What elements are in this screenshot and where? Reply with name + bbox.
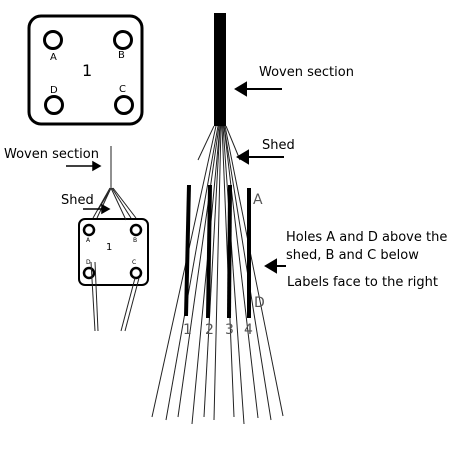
- small-hole-label-b: B: [133, 237, 138, 244]
- right-weaving-diagram: [151, 13, 286, 425]
- hole-d-circle: [44, 95, 64, 115]
- hole-d-marker: D: [254, 295, 265, 311]
- note-line-2: shed, B and C below: [286, 248, 419, 263]
- small-hole-c-circle: [129, 266, 143, 280]
- note-line-3: Labels face to the right: [287, 275, 438, 290]
- left-woven-section-label: Woven section: [4, 147, 99, 162]
- card-edges: [184, 184, 251, 319]
- small-hole-b-circle: [129, 223, 143, 237]
- small-hole-label-a: A: [86, 237, 91, 244]
- hole-c-circle: [114, 95, 134, 115]
- hole-label-d: D: [50, 85, 58, 96]
- card-number-3: 3: [225, 322, 234, 338]
- hole-b-circle: [113, 30, 133, 50]
- card-outline: [27, 14, 144, 126]
- small-hole-label-d: D: [86, 259, 91, 266]
- hole-label-c: C: [119, 84, 126, 95]
- card-diagram-top: [27, 14, 144, 126]
- card-number-1: 1: [183, 322, 192, 338]
- hole-label-a: A: [50, 52, 57, 63]
- hole-a-circle: [43, 30, 63, 50]
- left-shed-label: Shed: [61, 193, 94, 208]
- right-shed-label: Shed: [262, 138, 295, 153]
- small-threads: [90, 146, 140, 332]
- small-hole-label-c: C: [132, 259, 137, 266]
- card-number-top: 1: [82, 61, 93, 80]
- right-woven-section-label: Woven section: [259, 65, 354, 80]
- right-arrows: [234, 81, 286, 274]
- small-card-outline: [78, 218, 149, 286]
- card-number-4: 4: [244, 322, 253, 338]
- card-diagram-small: [66, 146, 149, 332]
- woven-section-band: [214, 13, 226, 126]
- small-hole-d-circle: [82, 266, 96, 280]
- hole-label-b: B: [118, 50, 125, 61]
- card-number-2: 2: [205, 322, 214, 338]
- small-card-number: 1: [106, 242, 113, 253]
- small-arrows: [66, 160, 111, 215]
- warp-threads: [151, 125, 284, 425]
- small-hole-a-circle: [82, 223, 96, 237]
- hole-a-marker: A: [253, 192, 263, 208]
- note-line-1: Holes A and D above the: [286, 230, 448, 245]
